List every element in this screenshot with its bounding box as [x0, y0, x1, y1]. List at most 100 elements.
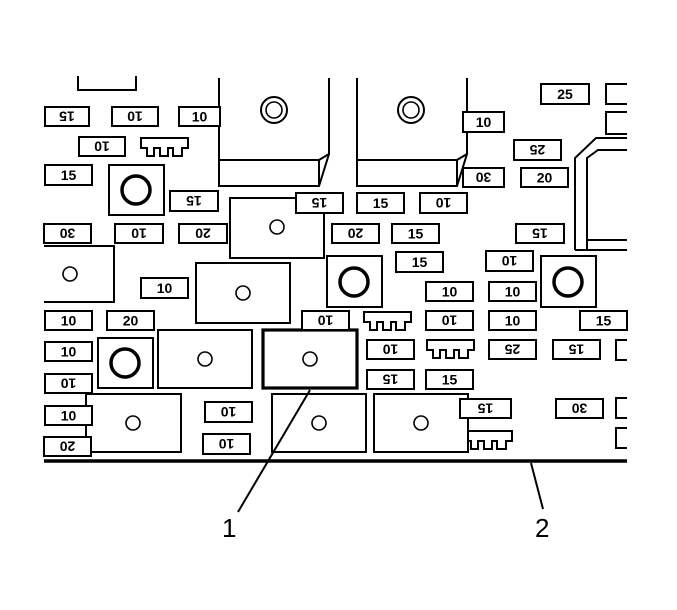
fuse-12-rating: 15: [312, 195, 328, 211]
fuse-29: 10: [44, 373, 93, 394]
fuse-17-body: [106, 310, 155, 331]
fuse-20-rating: 10: [442, 313, 458, 329]
left-mini-relay: [44, 245, 115, 303]
fuse-16: 10: [44, 310, 93, 331]
fuse-39-rating: 15: [478, 401, 494, 417]
fuse-7-body: [43, 223, 92, 244]
fuse-41-rating: 10: [219, 436, 235, 452]
fuse-13-rating: 20: [348, 226, 364, 242]
fuse-17-rating: 20: [123, 313, 139, 329]
fuse-28-rating: 10: [61, 344, 77, 360]
fuse-42: 15: [579, 310, 628, 331]
fuse-33-body: [425, 369, 474, 390]
fuse-28-body: [44, 341, 93, 362]
clip-3: [426, 339, 475, 359]
fuse-31-rating: 10: [505, 313, 521, 329]
fuse-18-rating: 10: [318, 313, 334, 329]
fuse-22-rating: 10: [505, 284, 521, 300]
fuse-2: 10: [111, 106, 159, 127]
fuse-26-body: [395, 251, 444, 273]
fuse-16-rating: 10: [61, 313, 77, 329]
fuse-30: 10: [44, 405, 93, 426]
fuse-21-body: [485, 250, 534, 272]
fuse-38: 30: [462, 167, 505, 188]
fuse-17: 20: [106, 310, 155, 331]
relay-e: [85, 393, 182, 453]
fuse-6: 15: [169, 190, 219, 212]
tall-relay-2: [356, 78, 468, 187]
fuse-37-body: [462, 111, 505, 133]
relay-d-highlighted: [261, 328, 359, 390]
fuse-23-rating: 15: [532, 226, 548, 242]
fuse-32: 25: [488, 339, 537, 360]
fuse-28: 10: [44, 341, 93, 362]
fuse-27-body: [43, 436, 92, 457]
fuse-30-rating: 10: [61, 408, 77, 424]
fuse-7: 30: [43, 223, 92, 244]
fuse-13: 20: [331, 223, 380, 244]
left-mini-relay-terminal: [62, 266, 78, 282]
fuse-9: 20: [178, 223, 228, 244]
fuse-9-rating: 20: [195, 226, 211, 242]
fuse-36: 20: [520, 167, 569, 188]
fuse-15: 10: [140, 277, 189, 299]
fuse-25: 15: [366, 369, 415, 390]
fuse-33: 15: [425, 369, 474, 390]
fuse-44-rating: 30: [572, 401, 588, 417]
fuse-1-body: [44, 106, 90, 127]
fuse-24-rating: 10: [383, 342, 399, 358]
fuse-18: 10: [301, 310, 350, 331]
fuse-43: 15: [552, 339, 601, 360]
fuse-41: 10: [202, 433, 251, 455]
fuse-42-body: [579, 310, 628, 331]
relay-g: [373, 393, 469, 453]
fuse-2-rating: 10: [127, 109, 143, 125]
clip-2: [363, 311, 412, 331]
fuse-38-rating: 30: [476, 170, 492, 186]
fuse-22-body: [488, 281, 537, 302]
fuse-35-body: [513, 139, 562, 161]
fuse-43-rating: 15: [569, 342, 585, 358]
top-left-bracket: [77, 76, 137, 91]
fuse-8-body: [114, 223, 164, 244]
ring-relay-1: [108, 164, 165, 216]
fuse-34: 25: [540, 83, 590, 105]
fuse-23-body: [515, 223, 565, 244]
tall-relay-1: [218, 78, 330, 187]
ring-relay-2: [326, 255, 383, 308]
fuse-40: 10: [204, 401, 253, 423]
fuse-42-rating: 15: [596, 313, 612, 329]
fuse-44-body: [555, 398, 604, 419]
fuse-5-body: [44, 164, 93, 186]
relay-f: [271, 393, 367, 453]
fuse-20-body: [425, 310, 474, 331]
fuse-16-body: [44, 310, 93, 331]
fuse-26: 15: [395, 251, 444, 273]
fuse-30-body: [44, 405, 93, 426]
fuse-34-rating: 25: [557, 86, 573, 102]
fuse-2-body: [111, 106, 159, 127]
ring-relay-4: [97, 337, 154, 389]
fuse-41-body: [202, 433, 251, 455]
fuse-21-rating: 10: [502, 253, 518, 269]
fuse-23: 15: [515, 223, 565, 244]
fuse-3-rating: 10: [192, 109, 208, 125]
fuse-35: 25: [513, 139, 562, 161]
fuse-21: 10: [485, 250, 534, 272]
fuse-5-rating: 15: [61, 167, 77, 183]
right-edge-slots: [605, 83, 627, 449]
fuse-13-body: [331, 223, 380, 244]
fuse-29-body: [44, 373, 93, 394]
relay-a: [229, 197, 325, 259]
fuse-14-rating: 15: [408, 226, 424, 242]
callout-2-label: 2: [535, 513, 549, 543]
fuse-1-rating: 15: [59, 109, 75, 125]
callout-1-label: 1: [222, 513, 236, 543]
fuse-8-rating: 10: [131, 226, 147, 242]
fuse-43-body: [552, 339, 601, 360]
fuse-4-rating: 10: [94, 139, 110, 155]
fuse-10-rating: 15: [373, 195, 389, 211]
fuse-39: 15: [459, 398, 512, 419]
